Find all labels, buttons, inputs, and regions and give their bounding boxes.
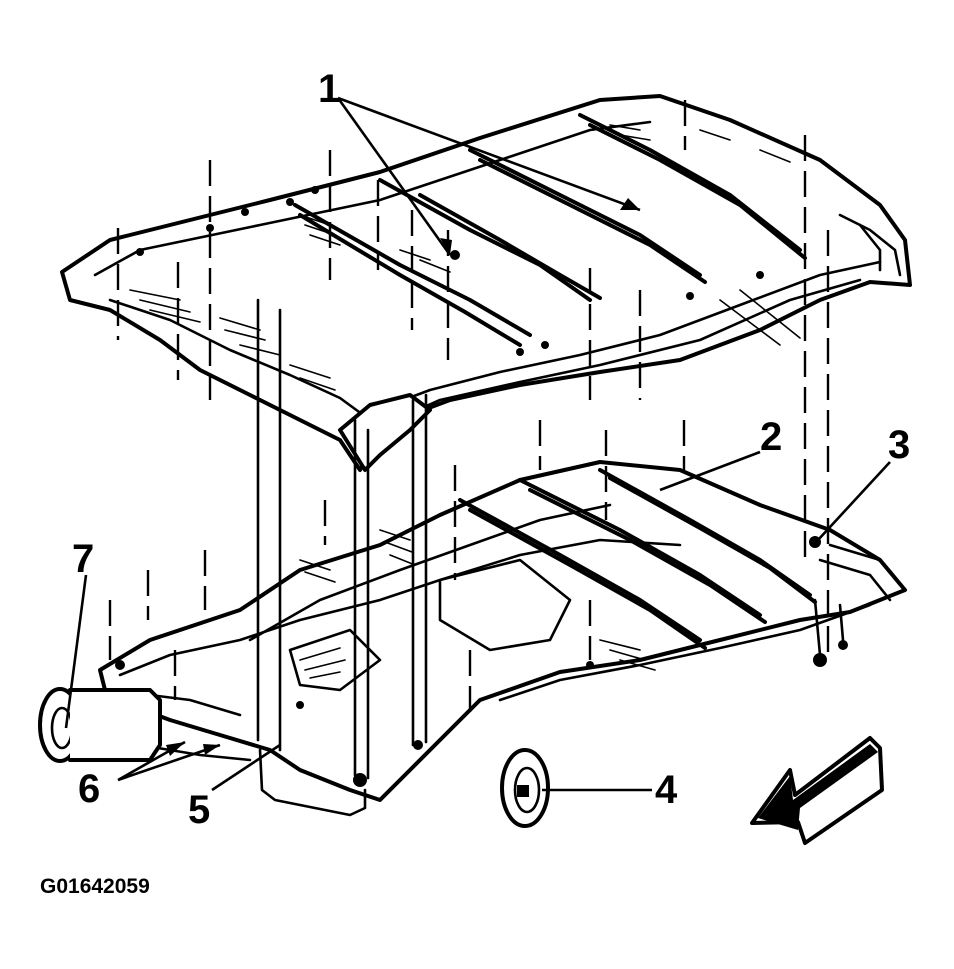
front-direction-arrow-icon (750, 736, 884, 845)
roof-panel (60, 94, 912, 472)
callout-labels: 1 2 3 4 5 6 7 (72, 67, 910, 832)
callout-4: 4 (655, 768, 678, 812)
leader-lines (64, 96, 891, 792)
callout-5: 5 (188, 788, 210, 832)
headliner-panel (68, 460, 907, 817)
callout-2: 2 (760, 415, 782, 459)
callout-3: 3 (888, 423, 910, 467)
callout-1: 1 (318, 67, 340, 111)
sunvisor-clip-left (38, 687, 162, 763)
callout-7: 7 (72, 537, 94, 581)
alignment-lines (108, 100, 830, 780)
sunvisor-clip-right (500, 748, 550, 828)
figure-id: G01642059 (40, 875, 150, 898)
callout-6: 6 (78, 767, 100, 811)
